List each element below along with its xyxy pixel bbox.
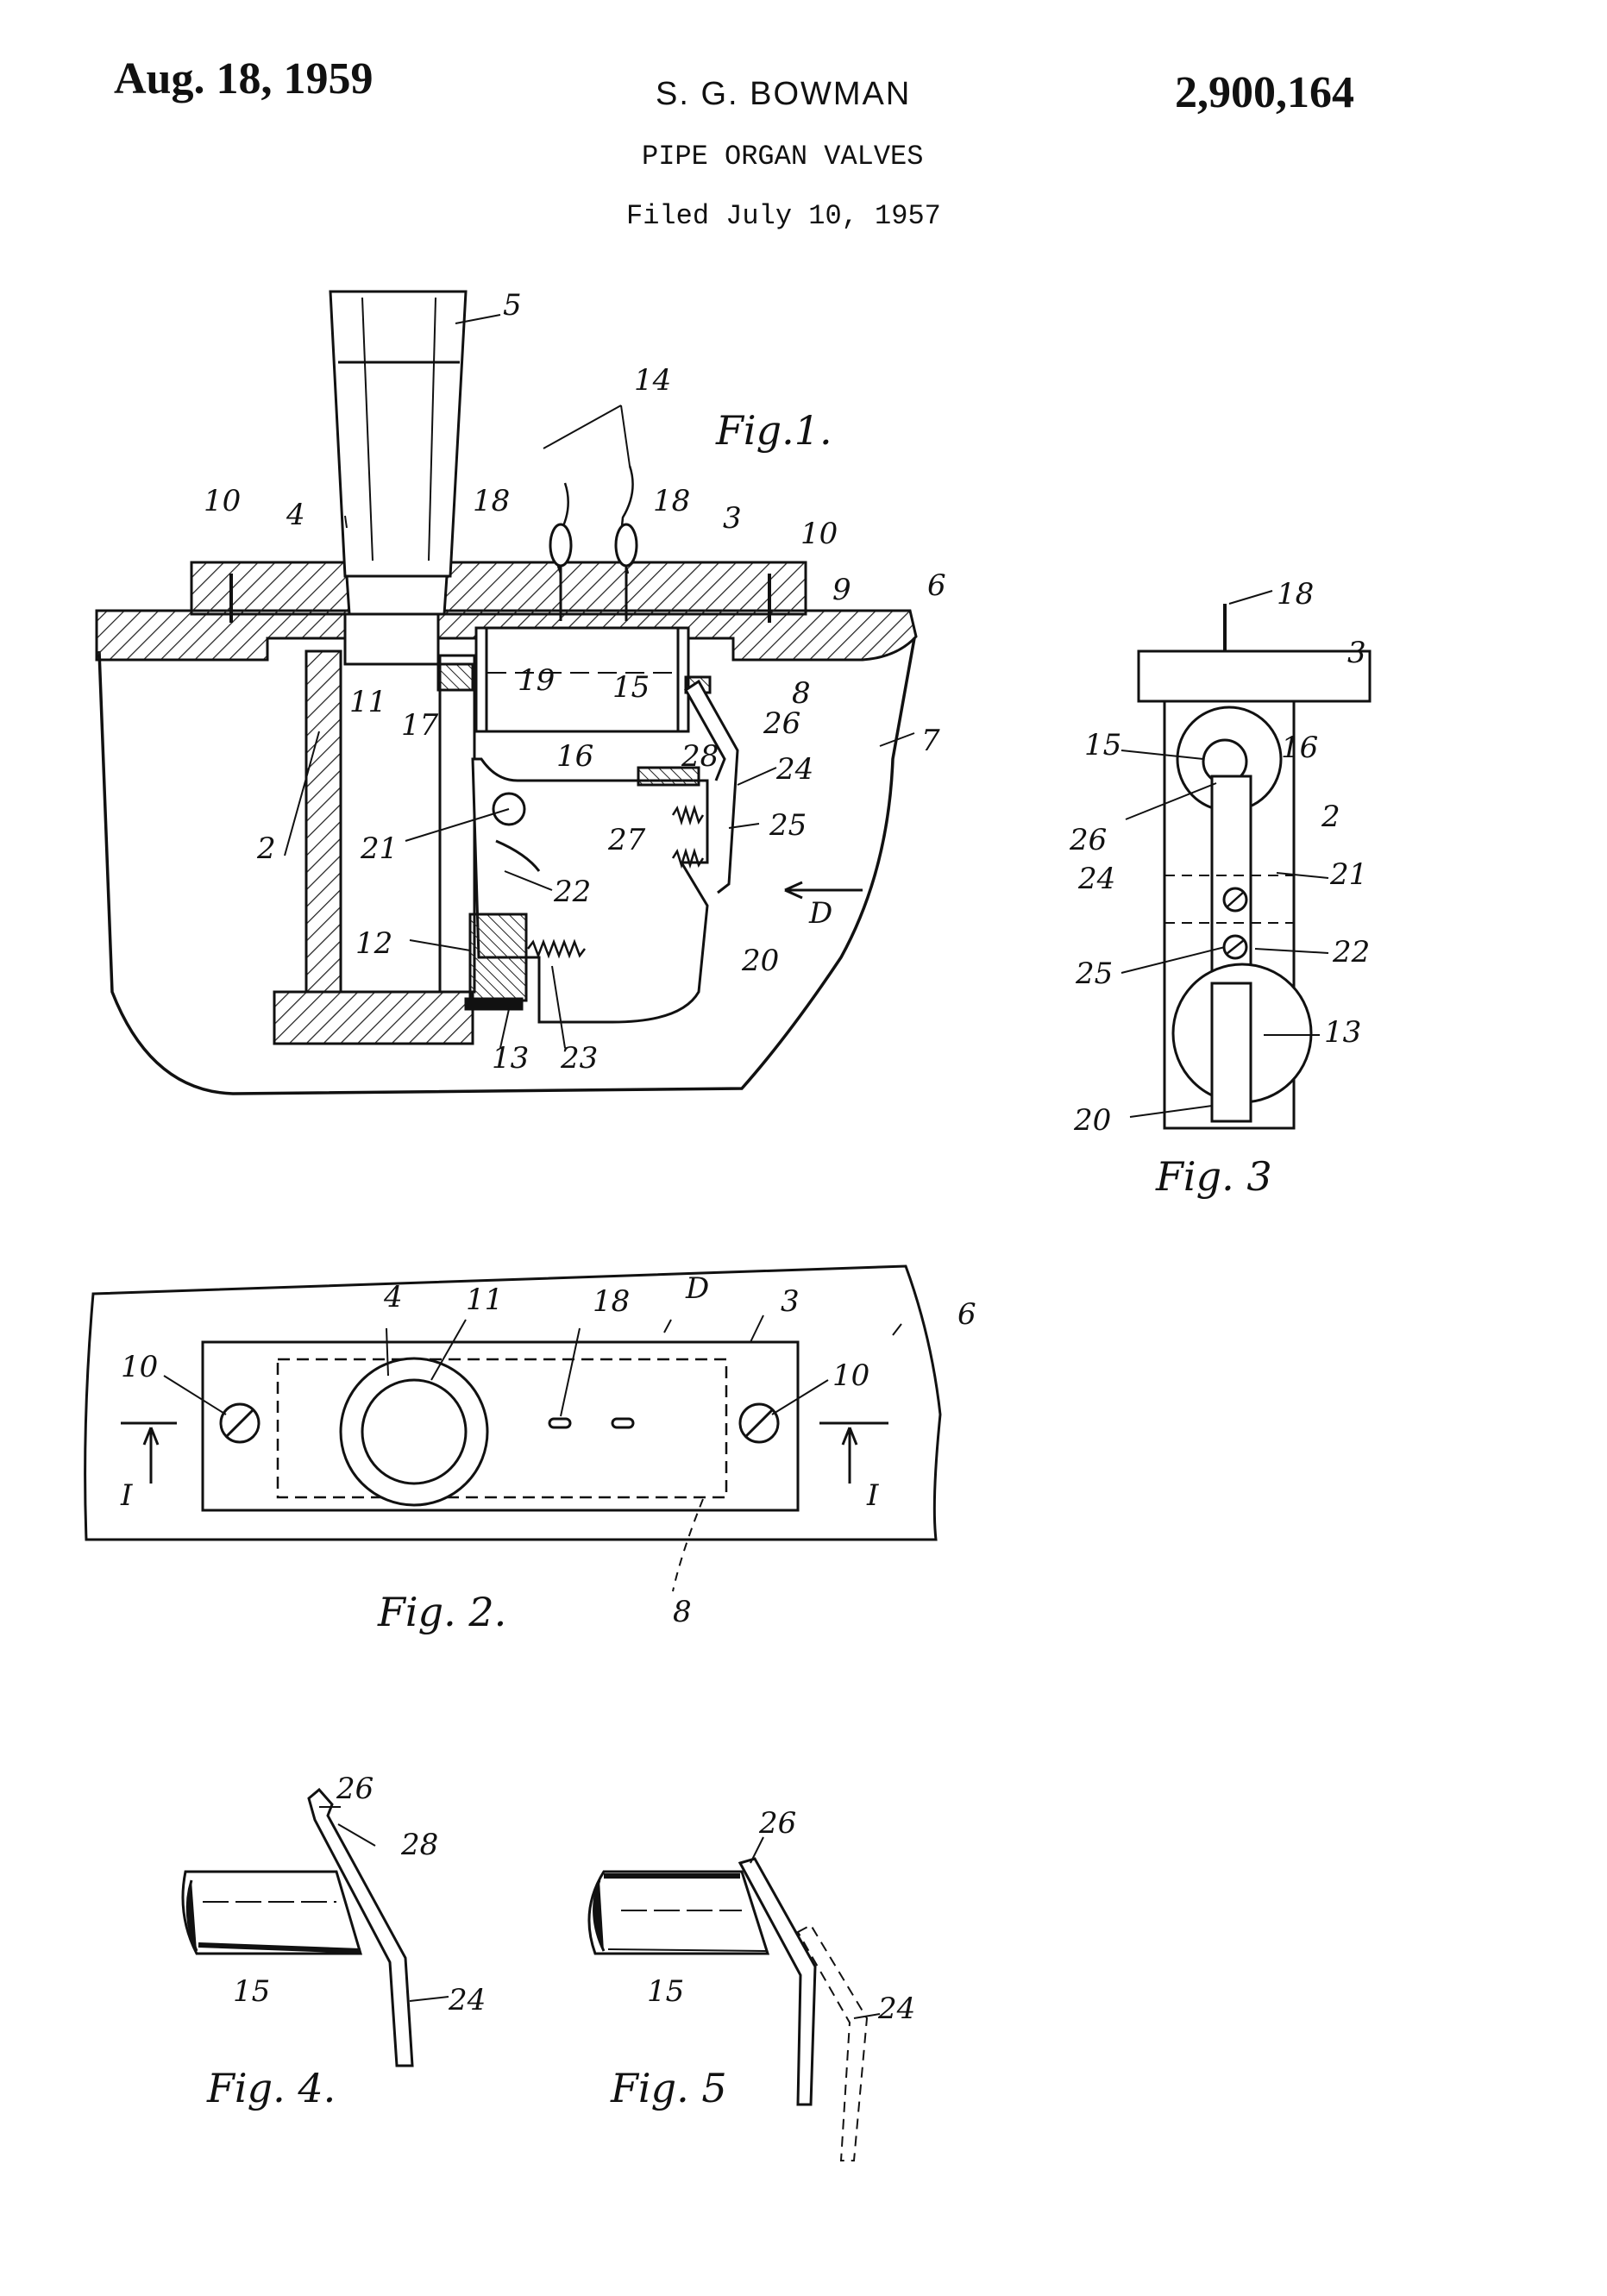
fig1-label: 20	[741, 944, 779, 978]
fig1-label: 11	[349, 685, 386, 719]
figure-4	[181, 1787, 449, 2067]
fig1-label: 18	[473, 484, 510, 518]
fig1-label: 15	[612, 670, 650, 705]
fig1-label: 9	[832, 573, 851, 607]
fig3-label: 24	[1077, 862, 1115, 896]
fig1-label: 26	[763, 706, 800, 741]
fig1-label: 18	[653, 484, 690, 518]
fig1-label: 5	[503, 288, 522, 323]
fig1-label: 13	[492, 1041, 529, 1076]
fig3-label: 22	[1332, 935, 1370, 969]
fig1-label: 19	[518, 663, 555, 698]
fig1-label: 24	[775, 752, 813, 787]
fig2-label: 10	[832, 1358, 869, 1393]
fig1-label: 17	[401, 708, 439, 743]
fig1-label: 8	[792, 676, 811, 711]
fig1-label: 10	[800, 517, 838, 551]
fig2-label: D	[685, 1271, 709, 1306]
fig1-label: 12	[355, 926, 392, 961]
figure-3	[1121, 590, 1372, 1130]
fig2-caption: Fig. 2.	[377, 1589, 506, 1635]
fig1-label: 16	[556, 739, 593, 774]
fig2-label: 18	[593, 1284, 630, 1319]
fig5-caption: Fig. 5	[610, 2065, 727, 2111]
fig3-label: 15	[1084, 728, 1121, 762]
fig1-label: 28	[681, 739, 719, 774]
fig5-label: 15	[647, 1974, 684, 2009]
fig3-label: 3	[1347, 636, 1366, 670]
fig3-label: 2	[1321, 800, 1340, 834]
fig3-label: 21	[1329, 857, 1367, 892]
fig2-label: 11	[466, 1283, 503, 1317]
fig2-label: 6	[957, 1297, 976, 1332]
fig2-label: I	[866, 1478, 879, 1513]
figure-2	[84, 1264, 942, 1592]
figure-5-labels: Fig. 5 26 15 24	[610, 1806, 915, 2111]
figure-1	[95, 290, 918, 1095]
figure-5	[587, 1836, 881, 2161]
fig3-label: 13	[1324, 1015, 1361, 1050]
fig3-label: 18	[1277, 577, 1314, 612]
fig4-label: 15	[233, 1974, 270, 2009]
fig4-label: 26	[336, 1772, 374, 1806]
fig1-label: 25	[769, 808, 807, 843]
fig1-label: 6	[927, 568, 946, 603]
figure-2-labels: Fig. 2. 4 11 18 D 3 6 10 10 I I 8	[120, 1271, 976, 1635]
fig1-label: 27	[607, 823, 646, 857]
fig4-label: 28	[400, 1828, 438, 1862]
fig2-label: 10	[121, 1350, 158, 1384]
fig1-label: 2	[256, 831, 276, 866]
fig3-label: 26	[1069, 823, 1107, 857]
fig2-label: 3	[781, 1284, 800, 1319]
fig2-label: 8	[673, 1595, 692, 1629]
figure-3-labels: Fig. 3 18 3 15 16 26 2 24 21 25 22 13 20	[1069, 577, 1370, 1200]
figure-4-labels: Fig. 4. 26 28 15 24	[206, 1772, 486, 2111]
fig1-label: 7	[921, 724, 940, 758]
fig3-label: 20	[1073, 1103, 1111, 1138]
patent-title: PIPE ORGAN VALVES	[642, 141, 924, 173]
patent-date: Aug. 18, 1959	[114, 54, 374, 104]
fig5-label: 26	[758, 1806, 796, 1841]
fig5-label: 24	[877, 1992, 915, 2026]
fig4-label: 24	[448, 1983, 486, 2017]
fig1-label: 14	[634, 363, 671, 398]
patent-number: 2,900,164	[1175, 68, 1354, 117]
fig2-label: 4	[383, 1280, 403, 1314]
fig1-label: 22	[553, 875, 591, 909]
fig1-label: 10	[204, 484, 241, 518]
fig3-caption: Fig. 3	[1155, 1153, 1272, 1200]
fig1-label: 23	[560, 1041, 598, 1076]
fig3-label: 25	[1075, 957, 1113, 991]
filing-date: Filed July 10, 1957	[626, 200, 941, 232]
inventor-name: S. G. BOWMAN	[656, 76, 912, 112]
fig4-caption: Fig. 4.	[206, 2065, 336, 2111]
fig3-label: 16	[1281, 731, 1318, 765]
fig2-label: I	[120, 1478, 133, 1513]
fig1-caption: Fig.1.	[715, 407, 832, 454]
fig1-label: 3	[723, 501, 742, 536]
fig1-label: 4	[286, 498, 305, 532]
fig1-label: D	[808, 896, 832, 931]
fig1-label: 21	[360, 831, 398, 866]
figure-1-labels: Fig.1. 5 14 4 10 18 18 3 10 9 6 11 17 19…	[204, 288, 946, 1076]
